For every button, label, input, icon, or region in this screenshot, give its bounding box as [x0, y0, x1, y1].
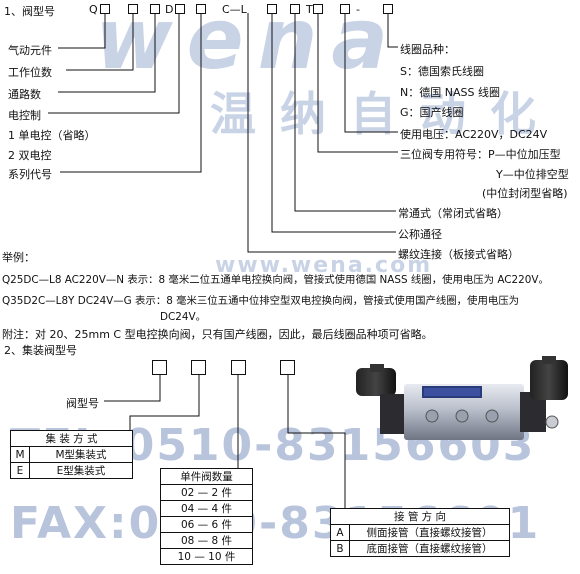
label-voltage: 使用电压：AC220V，DC24V — [400, 128, 548, 141]
code-box-8 — [313, 4, 323, 14]
pipe-desc: 底面接管（直接螺纹接管） — [349, 540, 510, 557]
table-row: 02 — 2 件 — [160, 484, 253, 501]
solenoid-valve-image — [356, 356, 568, 440]
table-row: 06 — 6 件 — [160, 516, 253, 533]
example-2-line2: DC24V。 — [160, 311, 206, 323]
label-coil-g: G：国产线圈 — [400, 106, 464, 119]
label-series-code: 系列代号 — [8, 168, 52, 181]
label-port-count: 通路数 — [8, 88, 41, 101]
unit-count-table: 单件阀数量 02 — 2 件 04 — 4 件 06 — 6 件 08 — 8 … — [160, 468, 253, 565]
assembly-code: M — [10, 446, 30, 463]
count-option: 02 — 2 件 — [160, 484, 253, 501]
watermark-logo: wena — [95, 0, 403, 88]
table-row: 10 — 10 件 — [160, 548, 253, 565]
code-box-5 — [196, 4, 206, 14]
code-letter-c-l: C—L — [222, 3, 247, 16]
assembly-code: E — [10, 462, 30, 479]
manifold-code-box-3 — [231, 360, 246, 375]
example-2-line1: Q35D2C—L8Y DC24V—G 表示：8 毫米三位五通中位排空型双电控换向… — [2, 295, 520, 307]
code-letter-q: Q — [89, 3, 98, 16]
code-box-4 — [175, 4, 185, 14]
label-single-control: 1 单电控（省略） — [8, 129, 96, 142]
label-coil-brand: 线圈品种： — [400, 43, 455, 56]
assembly-method-table: 集 装 方 式 M M型集装式 E E型集装式 — [10, 430, 133, 479]
pipe-direction-table: 接 管 方 向 A 侧面接管（直接螺纹接管） B 底面接管（直接螺纹接管） — [330, 508, 510, 557]
examples-heading: 举例： — [2, 251, 35, 264]
code-box-6 — [267, 4, 277, 14]
label-electric-control: 电控制 — [8, 109, 41, 122]
label-three-pos-p: 三位阀专用符号：P—中位加压型 — [400, 148, 561, 161]
assembly-table-header: 集 装 方 式 — [10, 430, 133, 447]
assembly-desc: E型集装式 — [29, 462, 133, 479]
table-row: M M型集装式 — [10, 446, 133, 463]
table-row: E E型集装式 — [10, 462, 133, 479]
pipe-code: B — [330, 540, 350, 557]
table-row: 08 — 8 件 — [160, 532, 253, 549]
code-box-7 — [290, 4, 300, 14]
count-option: 08 — 8 件 — [160, 532, 253, 549]
code-letter-dash: - — [356, 3, 360, 16]
count-option: 04 — 4 件 — [160, 500, 253, 517]
code-box-10 — [383, 4, 393, 14]
pipe-table-header: 接 管 方 向 — [330, 508, 510, 525]
label-nominal-diameter: 公称通径 — [398, 228, 442, 241]
section2-title: 2、集装阀型号 — [4, 344, 77, 357]
code-letter-d: D — [165, 3, 174, 16]
label-thread-connection: 螺纹连接（板接式省略） — [398, 248, 519, 261]
example-1: Q25DC—L8 AC220V—N 表示：8 毫米二位五通单电控换向阀，管接式使… — [2, 274, 549, 286]
label-position-count: 工作位数 — [8, 66, 52, 79]
table-row: B 底面接管（直接螺纹接管） — [330, 540, 510, 557]
manifold-code-box-4 — [280, 360, 295, 375]
code-letter-t: T — [306, 3, 313, 16]
manifold-code-box-2 — [191, 360, 206, 375]
code-box-1 — [100, 4, 110, 14]
code-box-3 — [150, 4, 160, 14]
label-three-pos-mid: (中位封闭型省略) — [482, 187, 568, 200]
label-double-control: 2 双电控 — [8, 149, 52, 162]
watermark-mid-logo: www.wena.com — [215, 253, 433, 278]
manifold-code-box-1 — [152, 360, 167, 375]
count-option: 06 — 6 件 — [160, 516, 253, 533]
code-box-2 — [128, 4, 138, 14]
pipe-code: A — [330, 524, 350, 541]
code-box-9 — [340, 4, 350, 14]
label-pneumatic-element: 气动元件 — [8, 44, 52, 57]
label-three-pos-y: Y—中位排空型 — [496, 168, 569, 181]
pipe-desc: 侧面接管（直接螺纹接管） — [349, 524, 510, 541]
table-row: 04 — 4 件 — [160, 500, 253, 517]
count-table-header: 单件阀数量 — [160, 468, 253, 485]
label-valve-type: 阀型号 — [66, 397, 99, 410]
table-row: A 侧面接管（直接螺纹接管） — [330, 524, 510, 541]
label-coil-n: N：德国 NASS 线圈 — [400, 86, 500, 99]
label-normal-open: 常通式（常闭式省略） — [398, 207, 508, 220]
count-option: 10 — 10 件 — [160, 548, 253, 565]
label-coil-s: S：德国索氏线圈 — [400, 65, 484, 78]
section1-title: 1、阀型号 — [4, 5, 55, 18]
assembly-desc: M型集装式 — [29, 446, 133, 463]
note: 附注：对 20、25mm C 型电控换向阀，只有国产线圈，因此，最后线圈品种项可… — [2, 328, 433, 341]
